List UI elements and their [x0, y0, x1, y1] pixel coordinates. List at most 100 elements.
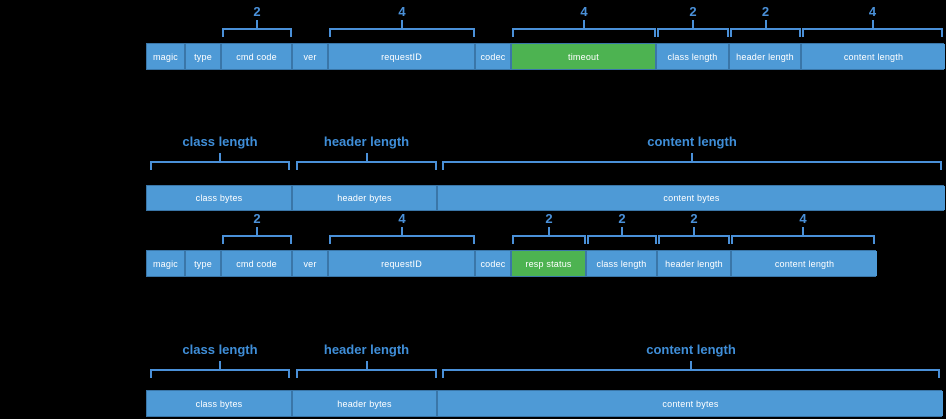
brace-pointer — [871, 20, 874, 28]
byte-size-value: 2 — [253, 4, 261, 19]
field-requestid: requestID — [329, 251, 476, 276]
field-content-bytes: content bytes — [438, 186, 945, 210]
request-header-bar: magic type cmd code ver requestID codec … — [146, 43, 945, 70]
field-cmd-code: cmd code — [222, 251, 293, 276]
brace-bracket — [512, 20, 656, 39]
brace-pointer — [219, 361, 221, 369]
brace-bracket — [329, 227, 475, 246]
field-type: type — [186, 44, 222, 69]
brace-pointer — [365, 153, 368, 161]
byte-size-brace-cmd-code: 2 — [222, 5, 292, 39]
brace-pointer — [764, 20, 767, 28]
brace-pointer — [802, 227, 804, 235]
length-label: header length — [323, 134, 410, 149]
byte-size-brace-cmd-code: 2 — [222, 212, 292, 246]
brace-bracket — [587, 227, 657, 246]
brace-bracket — [150, 361, 290, 380]
field-magic: magic — [147, 44, 186, 69]
field-resp-status: resp status — [512, 251, 587, 276]
length-brace-header: header length — [296, 342, 437, 380]
brace-bracket — [512, 227, 586, 246]
length-label: content length — [646, 342, 736, 357]
brace-pointer — [365, 361, 368, 369]
brace-bracket — [222, 20, 292, 39]
byte-size-brace-class-length: 2 — [587, 212, 657, 246]
length-brace-content: content length — [442, 342, 940, 380]
byte-size-value: 2 — [545, 211, 553, 226]
brace-pointer — [219, 153, 221, 161]
byte-size-brace-requestid: 4 — [329, 212, 475, 246]
field-ver: ver — [293, 251, 329, 276]
field-class-length: class length — [657, 44, 730, 69]
brace-pointer — [690, 361, 692, 369]
brace-pointer — [691, 153, 693, 161]
byte-size-brace-class-length: 2 — [657, 5, 729, 39]
field-ver: ver — [293, 44, 329, 69]
byte-size-value: 4 — [398, 211, 406, 226]
field-header-length: header length — [658, 251, 732, 276]
byte-size-value: 4 — [398, 4, 406, 19]
brace-pointer — [256, 20, 258, 28]
byte-size-value: 2 — [761, 4, 770, 19]
brace-bracket — [222, 227, 292, 246]
length-label: header length — [323, 342, 410, 357]
request-body-bar: class bytes header bytes content bytes — [146, 185, 945, 211]
brace-bracket — [657, 20, 729, 39]
field-timeout: timeout — [512, 44, 657, 69]
brace-bracket — [150, 153, 290, 172]
length-label: content length — [647, 134, 737, 149]
length-label: class length — [182, 342, 258, 357]
field-cmd-code: cmd code — [222, 44, 293, 69]
brace-bracket — [730, 20, 801, 39]
byte-size-value: 2 — [253, 211, 261, 226]
length-brace-class: class length — [150, 342, 290, 380]
field-class-length: class length — [587, 251, 658, 276]
field-magic: magic — [147, 251, 186, 276]
brace-pointer — [693, 227, 695, 235]
brace-pointer — [548, 227, 550, 235]
byte-size-brace-timeout: 4 — [512, 5, 656, 39]
field-content-length: content length — [732, 251, 877, 276]
brace-pointer — [256, 227, 258, 235]
response-body-bar: class bytes header bytes content bytes — [146, 390, 943, 417]
brace-pointer — [401, 20, 403, 28]
byte-size-value: 2 — [618, 211, 626, 226]
field-header-length: header length — [730, 44, 802, 69]
field-header-bytes: header bytes — [293, 186, 438, 210]
byte-size-brace-content-length: 4 — [731, 212, 875, 246]
brace-bracket — [296, 153, 437, 172]
field-codec: codec — [476, 251, 512, 276]
byte-size-brace-header-length: 2 — [658, 212, 730, 246]
field-header-bytes: header bytes — [293, 391, 438, 416]
brace-bracket — [658, 227, 730, 246]
brace-bracket — [442, 361, 940, 380]
field-type: type — [186, 251, 222, 276]
field-content-length: content length — [802, 44, 945, 69]
brace-bracket — [442, 153, 942, 172]
brace-pointer — [692, 20, 694, 28]
byte-size-value: 4 — [580, 4, 588, 19]
length-brace-class: class length — [150, 134, 290, 172]
field-requestid: requestID — [329, 44, 476, 69]
brace-bracket — [296, 361, 437, 380]
field-class-bytes: class bytes — [147, 391, 293, 416]
brace-pointer — [401, 227, 403, 235]
length-brace-header: header length — [296, 134, 437, 172]
brace-bracket — [731, 227, 875, 246]
field-codec: codec — [476, 44, 512, 69]
byte-size-value: 4 — [868, 4, 877, 19]
byte-size-value: 2 — [689, 4, 697, 19]
field-content-bytes: content bytes — [438, 391, 943, 416]
byte-size-brace-header-length: 2 — [730, 5, 801, 39]
byte-size-brace-content-length: 4 — [802, 5, 943, 39]
field-class-bytes: class bytes — [147, 186, 293, 210]
brace-pointer — [583, 20, 585, 28]
brace-bracket — [802, 20, 943, 39]
byte-size-value: 4 — [799, 211, 807, 226]
byte-size-brace-resp-status: 2 — [512, 212, 586, 246]
byte-size-brace-requestid: 4 — [329, 5, 475, 39]
length-brace-content: content length — [442, 134, 942, 172]
brace-pointer — [621, 227, 623, 235]
brace-bracket — [329, 20, 475, 39]
